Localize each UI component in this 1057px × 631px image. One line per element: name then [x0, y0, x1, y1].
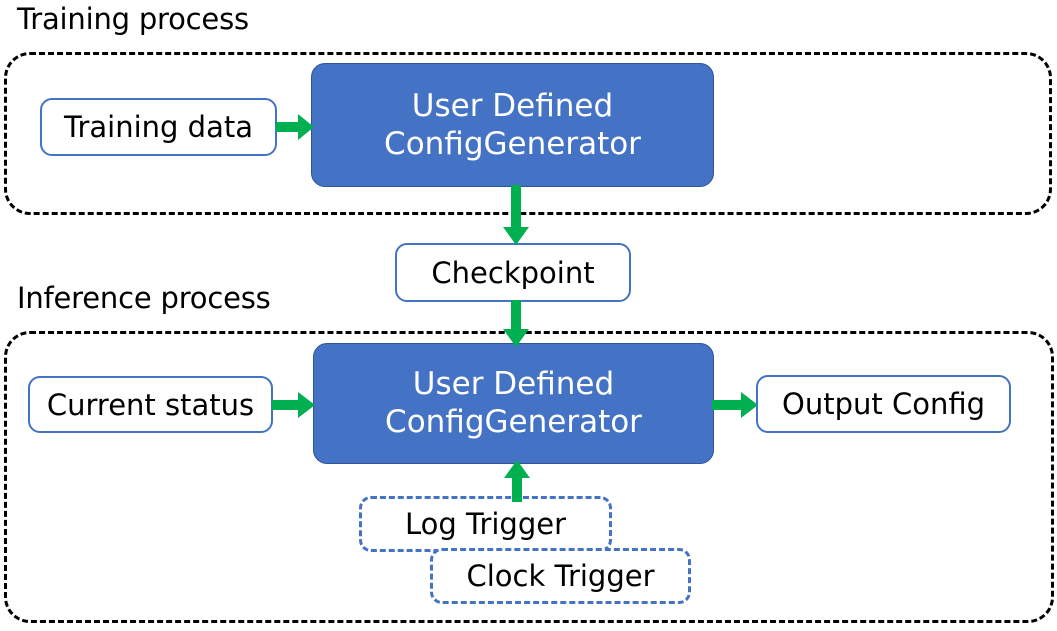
node-log-trigger[interactable]: Log Trigger — [359, 496, 612, 552]
arrow-checkpoint-to-generator — [500, 300, 532, 348]
generator-label-line2: ConfigGenerator — [384, 125, 641, 162]
node-training-data[interactable]: Training data — [40, 98, 277, 156]
generator-label-line1: User Defined — [412, 366, 615, 402]
training-process-group — [4, 52, 1052, 215]
node-current-status[interactable]: Current status — [28, 376, 273, 433]
arrow-current-status-to-generator — [272, 390, 317, 420]
node-user-defined-config-generator-inference[interactable]: User Defined ConfigGenerator — [313, 343, 714, 464]
arrow-triggers-to-generator — [501, 460, 533, 502]
inference-process-label: Inference process — [17, 281, 271, 315]
node-output-config[interactable]: Output Config — [756, 375, 1011, 433]
generator-label-line2: ConfigGenerator — [385, 404, 642, 440]
generator-label-line1: User Defined — [411, 87, 614, 124]
inference-process-group — [4, 331, 1054, 623]
arrow-generator-to-checkpoint — [500, 185, 532, 247]
arrow-generator-to-output-config — [712, 390, 760, 420]
arrow-training-data-to-generator — [276, 112, 316, 142]
node-clock-trigger[interactable]: Clock Trigger — [430, 548, 691, 604]
training-process-label: Training process — [17, 2, 249, 36]
node-checkpoint[interactable]: Checkpoint — [395, 243, 631, 302]
node-user-defined-config-generator-training[interactable]: User Defined ConfigGenerator — [311, 63, 714, 187]
